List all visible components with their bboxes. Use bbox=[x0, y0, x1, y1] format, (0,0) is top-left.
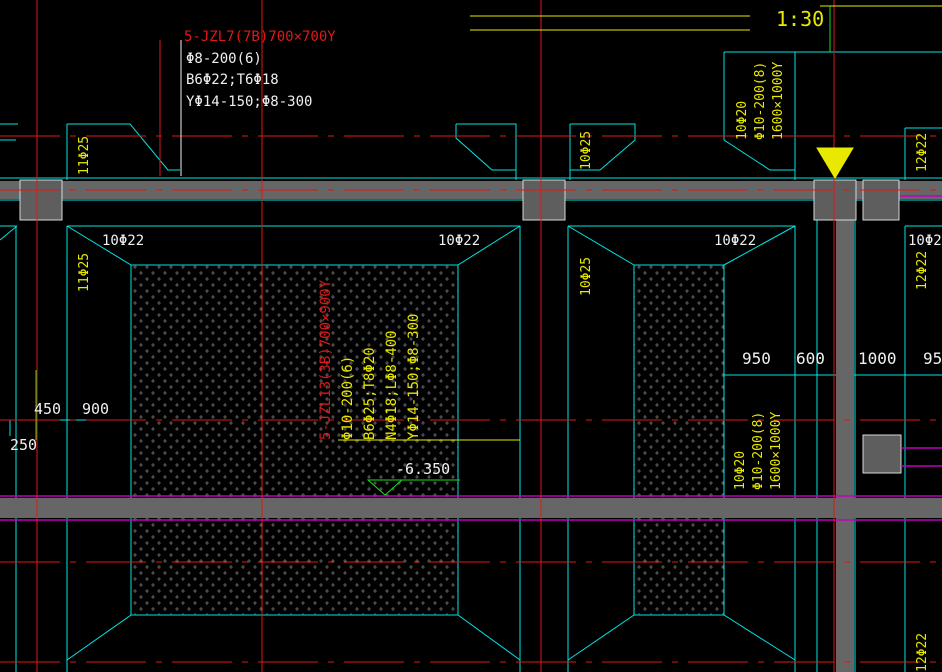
beam-7-line1: 5-JZL7(7B)700×700Y bbox=[184, 29, 336, 45]
rebar-10-22-b: 10Φ22 bbox=[438, 233, 480, 249]
beam-7-line2: Φ8-200(6) bbox=[186, 51, 262, 67]
haunch-mid-line1: 10Φ20 bbox=[733, 451, 748, 490]
beam-bottom bbox=[0, 498, 942, 518]
columns bbox=[19, 179, 902, 474]
yellow-lines bbox=[338, 5, 942, 441]
rebar-10-25-top: 10Φ25 bbox=[579, 131, 594, 170]
column-5[interactable] bbox=[862, 434, 902, 474]
outline-far-left-bevel bbox=[0, 225, 18, 241]
outline-far-left bbox=[0, 225, 17, 672]
rebar-11-25-mid: 11Φ25 bbox=[77, 253, 92, 292]
outline-haunch-left-top bbox=[67, 123, 180, 171]
dim-950: 950 bbox=[742, 349, 771, 368]
rebar-10-25-mid: 10Φ25 bbox=[579, 257, 594, 296]
rebar-12-22-mid: 12Φ22 bbox=[915, 251, 930, 290]
beam-13-annotation[interactable]: 5-JZL13(3B)700×900Y Φ10-200(6) B6Φ25;T8Φ… bbox=[318, 279, 422, 440]
section-marker-icon[interactable] bbox=[816, 147, 854, 179]
outline-haunch-far-top bbox=[723, 52, 796, 180]
haunch-mid-annotation[interactable]: 10Φ20 Φ10-200(8) 1600×1000Y bbox=[733, 412, 784, 490]
beam-7-line4: YΦ14-150;Φ8-300 bbox=[186, 94, 312, 110]
dim-250: 250 bbox=[10, 436, 37, 454]
dimension-labels: 450 900 250 950 600 1000 95 bbox=[10, 349, 942, 454]
outline-haunch-right-top bbox=[569, 123, 636, 180]
beam-7-line3: B6Φ22;T6Φ18 bbox=[186, 72, 279, 88]
column-3[interactable] bbox=[813, 179, 857, 221]
beam-13-line4: N4Φ18;LΦ8-400 bbox=[384, 330, 400, 440]
hatch-area-right bbox=[634, 265, 724, 615]
header-underline bbox=[470, 15, 750, 31]
rebar-10-22-c: 10Φ22 bbox=[714, 233, 756, 249]
rebar-labels-horizontal: 10Φ22 10Φ22 10Φ22 10Φ2 bbox=[102, 233, 942, 249]
rebar-10-22-a: 10Φ22 bbox=[102, 233, 144, 249]
scale-label: 1:30 bbox=[776, 7, 824, 31]
magenta-stub bbox=[901, 447, 942, 467]
outline-far-right bbox=[904, 225, 942, 672]
beam-13-line3: B6Φ25;T8Φ20 bbox=[362, 347, 378, 440]
outline-haunch-mid-top bbox=[455, 123, 517, 180]
beam-vertical-right bbox=[836, 199, 854, 672]
beam-13-line2: Φ10-200(6) bbox=[340, 356, 356, 440]
outline-cap-left-bevel bbox=[66, 614, 521, 661]
column-4[interactable] bbox=[862, 179, 900, 221]
rebar-10-22-d: 10Φ2 bbox=[908, 233, 942, 249]
rebar-labels-vertical: 11Φ25 11Φ25 10Φ25 10Φ25 12Φ22 12Φ22 12Φ2… bbox=[77, 131, 930, 672]
column-1[interactable] bbox=[19, 179, 63, 221]
haunch-top-line1: 10Φ20 bbox=[735, 101, 750, 140]
beam-13-line1: 5-JZL13(3B)700×900Y bbox=[318, 279, 334, 440]
beam-13-line5: YΦ14-150;Φ8-300 bbox=[406, 314, 422, 440]
haunch-mid-line2: Φ10-200(8) bbox=[751, 412, 766, 490]
outline-left-top bbox=[0, 123, 18, 141]
haunch-mid-line3: 1600×1000Y bbox=[769, 412, 784, 490]
dim-900: 900 bbox=[82, 400, 109, 418]
beams bbox=[0, 181, 942, 672]
outline-cap-right-outer bbox=[567, 225, 796, 672]
outline-cap-right-bevel bbox=[567, 614, 796, 661]
dim-95: 95 bbox=[923, 349, 942, 368]
haunch-top-line3: 1600×1000Y bbox=[771, 62, 786, 140]
haunch-top-annotation[interactable]: 10Φ20 Φ10-200(8) 1600×1000Y bbox=[735, 62, 786, 140]
dim-600: 600 bbox=[796, 349, 825, 368]
elevation-marker bbox=[366, 479, 404, 496]
magenta-lines bbox=[0, 195, 942, 521]
rebar-12-22-bot: 12Φ22 bbox=[915, 633, 930, 672]
column-2[interactable] bbox=[522, 179, 566, 221]
rebar-12-22-top: 12Φ22 bbox=[915, 133, 930, 172]
dim-450: 450 bbox=[34, 400, 61, 418]
haunch-top-line2: Φ10-200(8) bbox=[753, 62, 768, 140]
dim-1000: 1000 bbox=[858, 349, 897, 368]
outline-beam-top bbox=[0, 177, 942, 201]
outline-cap-left-outer bbox=[66, 225, 521, 672]
beam-7-annotation[interactable]: 5-JZL7(7B)700×700Y Φ8-200(6) B6Φ22;T6Φ18… bbox=[184, 29, 336, 110]
outline-far-right-top bbox=[904, 127, 942, 180]
magenta-beam-edge bbox=[0, 495, 942, 521]
rebar-11-25-top: 11Φ25 bbox=[77, 136, 92, 175]
elevation-label: -6.350 bbox=[396, 460, 450, 478]
